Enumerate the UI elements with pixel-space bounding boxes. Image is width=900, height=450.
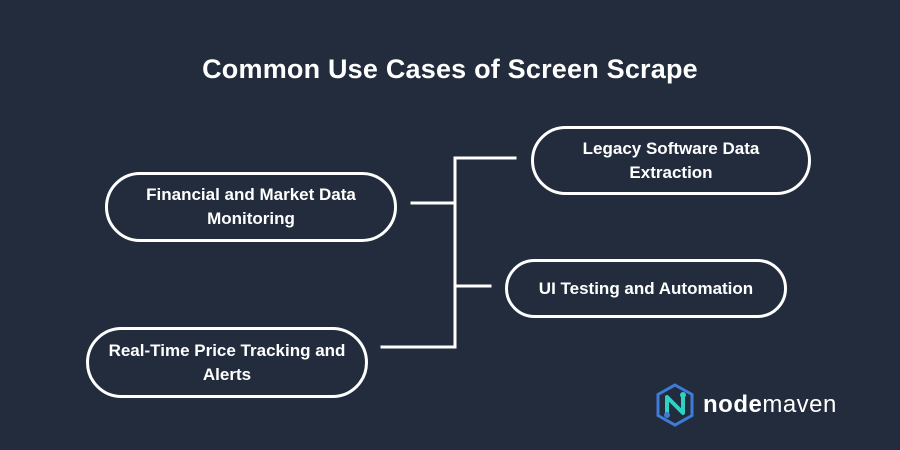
node-legacy-software: Legacy Software Data Extraction [531, 126, 811, 195]
diagram-title: Common Use Cases of Screen Scrape [202, 54, 698, 84]
node-financial-label: Financial and Market Data Monitoring [146, 185, 356, 228]
brand-wordmark: nodemaven [703, 391, 837, 419]
node-ui-testing-label: UI Testing and Automation [538, 278, 754, 298]
node-legacy-label: Legacy Software Data Extraction [582, 138, 760, 182]
nodemaven-n-icon [656, 383, 694, 427]
node-ui-testing: UI Testing and Automation [505, 259, 787, 318]
node-realtime-label: Real-Time Price Tracking and Alerts [108, 340, 346, 384]
node-financial-market-data: Financial and Market Data Monitoring [105, 172, 397, 242]
brand-wordmark-maven: maven [762, 391, 837, 418]
brand-logo: nodemaven [655, 383, 837, 427]
node-realtime-price-tracking: Real-Time Price Tracking and Alerts [86, 327, 368, 398]
brand-wordmark-node: node [703, 391, 763, 418]
